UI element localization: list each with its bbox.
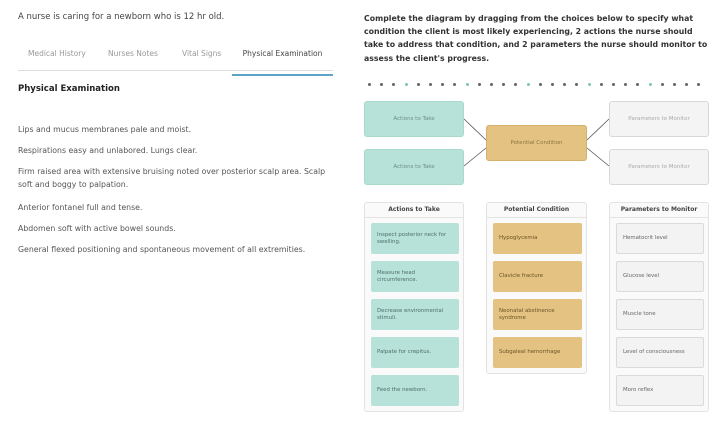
separator-dot <box>660 83 664 86</box>
separator-dot <box>575 83 579 86</box>
condition-drop-slot[interactable]: Potential Condition <box>486 125 587 161</box>
choice-parameter[interactable]: Muscle tone <box>616 299 704 330</box>
separator-dot <box>648 83 652 86</box>
tab-nurses-notes[interactable]: Nurses Notes <box>108 49 158 58</box>
separator-dot <box>673 83 676 86</box>
separator-dot <box>636 83 640 86</box>
separator-dot <box>453 83 457 86</box>
actions-choices-column: Actions to Take Inspect posterior neck f… <box>364 202 464 412</box>
choice-action[interactable]: Inspect posterior neck for swelling. <box>371 223 459 254</box>
divider <box>610 217 708 218</box>
choice-condition[interactable]: Subgaleal hemorrhage <box>493 337 582 368</box>
choice-parameter[interactable]: Hematocrit level <box>616 223 704 254</box>
tab-physical-examination[interactable]: Physical Examination <box>232 49 333 76</box>
separator-dot <box>551 83 554 86</box>
exam-finding: General flexed positioning and spontaneo… <box>18 245 306 254</box>
exam-finding: Respirations easy and unlabored. Lungs c… <box>18 146 198 155</box>
tab-vital-signs[interactable]: Vital Signs <box>182 49 222 58</box>
choice-action[interactable]: Palpate for crepitus. <box>371 337 459 368</box>
choice-condition[interactable]: Clavicle fracture <box>493 261 582 292</box>
column-title: Actions to Take <box>388 206 440 213</box>
separator-dot <box>599 83 603 86</box>
separator-dot <box>368 83 371 86</box>
choice-condition[interactable]: Neonatal abstinence syndrome <box>493 299 582 330</box>
exam-finding: Firm raised area with extensive bruising… <box>18 167 326 189</box>
separator-dot <box>380 83 384 86</box>
column-title: Potential Condition <box>503 206 570 213</box>
separator-dot <box>465 83 469 86</box>
separator-dot <box>587 83 591 86</box>
separator-dot <box>526 83 530 86</box>
separator-dot <box>612 83 615 86</box>
case-panel: A nurse is caring for a newborn who is 1… <box>0 0 345 424</box>
separator-dot <box>429 83 432 86</box>
section-title: Physical Examination <box>18 84 120 94</box>
separator-dot <box>624 83 628 86</box>
separator-dot <box>538 83 542 86</box>
divider <box>365 217 463 218</box>
exam-finding: Lips and mucus membranes pale and moist. <box>18 125 192 134</box>
exam-finding: Anterior fontanel full and tense. <box>18 203 143 212</box>
separator-dot <box>697 83 701 86</box>
separator-dot <box>392 83 396 86</box>
choice-parameter[interactable]: Glucose level <box>616 261 704 292</box>
choice-condition[interactable]: Hypoglycemia <box>493 223 582 254</box>
instructions: Complete the diagram by dragging from th… <box>364 14 708 63</box>
choice-action[interactable]: Decrease environmental stimuli. <box>371 299 459 330</box>
separator-dot <box>502 83 506 86</box>
choice-parameter[interactable]: Level of consciousness <box>616 337 704 368</box>
tab-bar: Medical History Nurses Notes Vital Signs… <box>18 43 333 76</box>
choice-action[interactable]: Feed the newborn. <box>371 375 459 406</box>
pagination-dots <box>368 83 708 89</box>
separator-dot <box>685 83 689 86</box>
scenario-text: A nurse is caring for a newborn who is 1… <box>18 12 225 22</box>
action-drop-slot[interactable]: Actions to Take <box>364 149 464 185</box>
tab-medical-history[interactable]: Medical History <box>28 49 86 58</box>
conditions-choices-column: Potential Condition Hypoglycemia Clavicl… <box>486 202 587 374</box>
action-drop-slot[interactable]: Actions to Take <box>364 101 464 137</box>
parameters-choices-column: Parameters to Monitor Hematocrit level G… <box>609 202 709 412</box>
separator-dot <box>404 83 408 86</box>
separator-dot <box>441 83 445 86</box>
separator-dot <box>563 83 567 86</box>
separator-dot <box>477 83 481 86</box>
column-title: Parameters to Monitor <box>620 206 698 213</box>
choice-action[interactable]: Measure head circumference. <box>371 261 459 292</box>
separator-dot <box>490 83 493 86</box>
divider <box>487 217 586 218</box>
parameter-drop-slot[interactable]: Parameters to Monitor <box>609 149 709 185</box>
exam-finding: Abdomen soft with active bowel sounds. <box>18 224 176 233</box>
separator-dot <box>416 83 420 86</box>
parameter-drop-slot[interactable]: Parameters to Monitor <box>609 101 709 137</box>
choice-parameter[interactable]: Moro reflex <box>616 375 704 406</box>
separator-dot <box>514 83 518 86</box>
